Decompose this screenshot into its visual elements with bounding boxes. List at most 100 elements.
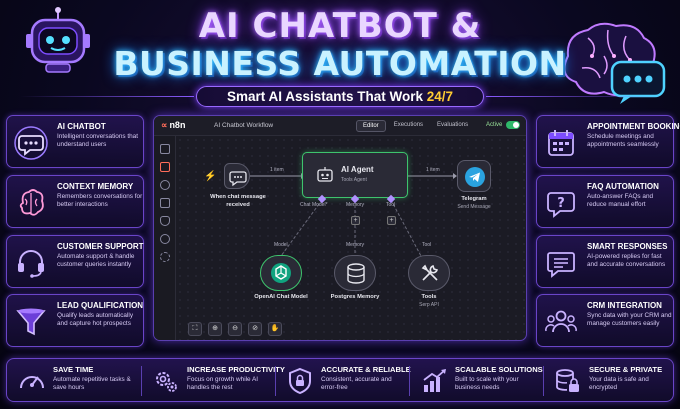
- question-icon: ?: [547, 192, 575, 218]
- ai-agent-node[interactable]: AI Agent Tools Agent: [302, 152, 408, 198]
- add-memory-button[interactable]: +: [351, 216, 360, 225]
- reset-zoom-button[interactable]: ⊘: [248, 322, 262, 336]
- app-name: n8n: [169, 120, 186, 130]
- benefit-secure-private: SECURE & PRIVATE Your data is safe and e…: [545, 359, 677, 403]
- model-tag: Model: [274, 242, 288, 248]
- benefit-desc: Focus on growth while AI handles the res…: [187, 376, 259, 391]
- benefit-increase-productivity: INCREASE PRODUCTIVITY Focus on growth wh…: [143, 359, 285, 403]
- funnel-icon: [16, 308, 46, 336]
- benefits-strip: SAVE TIME Automate repetitive tasks & sa…: [6, 358, 674, 402]
- database-icon[interactable]: [160, 216, 170, 226]
- telegram-node[interactable]: [457, 160, 491, 192]
- add-tool-button[interactable]: +: [387, 216, 396, 225]
- database-lock-icon: [556, 369, 579, 392]
- card-desc: Auto-answer FAQs and reduce manual effor…: [587, 193, 654, 208]
- openai-label: OpenAI Chat Model: [254, 294, 308, 300]
- variables-icon[interactable]: [160, 198, 170, 208]
- port-label-chat-model: Chat Model*: [300, 202, 328, 208]
- robot-icon: [26, 7, 90, 73]
- benefit-title: SCALABLE SOLUTIONS: [455, 365, 543, 374]
- card-title: AI CHATBOT: [57, 122, 106, 131]
- ai-agent-robot-icon: [317, 167, 333, 182]
- chat-trigger-node[interactable]: [224, 163, 250, 189]
- card-desc: AI-powered replies for fast and accurate…: [587, 253, 666, 268]
- workflow-name[interactable]: AI Chatbot Workflow: [214, 122, 274, 129]
- settings-gear-icon[interactable]: [160, 252, 170, 262]
- user-icon[interactable]: [160, 180, 170, 190]
- card-title: CONTEXT MEMORY: [57, 182, 134, 191]
- tools-serp-api-node[interactable]: [408, 255, 450, 291]
- workflow-icon[interactable]: [160, 162, 170, 172]
- benefit-title: SAVE TIME: [53, 365, 94, 374]
- trigger-node-label-2: received: [226, 202, 250, 208]
- feature-card-lead-qualification: LEAD QUALIFICATION Qualify leads automat…: [6, 294, 144, 347]
- active-toggle[interactable]: [506, 121, 520, 129]
- trigger-bolt-icon: ⚡: [204, 171, 217, 182]
- n8n-logo[interactable]: ∝n8n: [161, 120, 185, 131]
- pan-hand-button[interactable]: ✋: [268, 322, 282, 336]
- users-icon: [545, 310, 577, 333]
- port-label-tool: Tool: [386, 202, 396, 208]
- editor-sidebar: [154, 136, 176, 340]
- connection-lines: [250, 173, 457, 257]
- headset-icon: [18, 250, 44, 278]
- card-desc: Intelligent conversations that understan…: [57, 133, 138, 148]
- feature-card-ai-chatbot: AI CHATBOT Intelligent conversations tha…: [6, 115, 144, 168]
- card-title: LEAD QUALIFICATION: [57, 301, 144, 310]
- wrench-screwdriver-icon: [421, 264, 439, 281]
- home-icon[interactable]: [160, 144, 170, 154]
- tab-evaluations[interactable]: Evaluations: [437, 122, 469, 128]
- subtitle-highlight: 24/7: [426, 89, 454, 104]
- card-desc: Sync data with your CRM and manage custo…: [587, 312, 672, 327]
- telegram-label: Telegram: [461, 196, 487, 202]
- editor-tabs: Editor Executions Evaluations: [356, 120, 474, 132]
- subtitle-divider-left: [20, 96, 194, 97]
- speedometer-icon: [20, 376, 44, 389]
- shield-lock-icon: [289, 367, 311, 395]
- benefit-title: INCREASE PRODUCTIVITY: [187, 365, 285, 374]
- benefit-desc: Built to scale with your business needs: [455, 376, 519, 391]
- tools-label: Tools: [421, 294, 437, 300]
- globe-icon[interactable]: [160, 234, 170, 244]
- ai-agent-sub: Tools Agent: [341, 177, 367, 183]
- tab-editor[interactable]: Editor: [356, 120, 386, 132]
- feature-card-appointment-booking: APPOINTMENT BOOKING Schedule meetings an…: [536, 115, 680, 168]
- brain-circuit-icon: [563, 22, 666, 104]
- subtitle-banner: Smart AI Assistants That Work 24/7: [196, 86, 484, 107]
- benefit-desc: Consistent, accurate and error-free: [321, 376, 392, 391]
- benefit-desc: Your data is safe and encrypted: [589, 376, 649, 391]
- database-cylinder-icon: [347, 263, 365, 284]
- telegram-sub: Send Message: [457, 204, 491, 210]
- benefit-title: ACCURATE & RELIABLE: [321, 365, 411, 374]
- subtitle-divider-right: [486, 96, 660, 97]
- ai-agent-label: AI Agent: [341, 165, 374, 174]
- card-title: APPOINTMENT BOOKING: [587, 122, 680, 131]
- openai-chat-model-node[interactable]: [260, 255, 302, 291]
- benefit-title: SECURE & PRIVATE: [589, 365, 663, 374]
- zoom-in-button[interactable]: ⊕: [208, 322, 222, 336]
- feature-card-faq-automation: ? FAQ AUTOMATION Auto-answer FAQs and re…: [536, 175, 674, 228]
- benefit-scalable-solutions: SCALABLE SOLUTIONS Built to scale with y…: [411, 359, 543, 403]
- card-desc: Automate support & handle customer queri…: [57, 253, 135, 268]
- n8n-logo-icon: ∝: [161, 120, 168, 130]
- postgres-label: Postgres Memory: [330, 294, 380, 300]
- edge-label-left: 1 item: [270, 167, 284, 173]
- calendar-icon: [548, 130, 574, 156]
- benefit-save-time: SAVE TIME Automate repetitive tasks & sa…: [9, 359, 141, 403]
- active-label: Active: [486, 122, 503, 128]
- fit-view-button[interactable]: ⛶: [188, 322, 202, 336]
- zoom-out-button[interactable]: ⊖: [228, 322, 242, 336]
- card-title: FAQ AUTOMATION: [587, 182, 659, 191]
- gears-icon: [156, 372, 177, 392]
- tab-executions[interactable]: Executions: [393, 122, 424, 128]
- divider: [275, 366, 276, 396]
- tools-sub: Serp API: [419, 302, 439, 308]
- chat-bubble-icon: [14, 126, 48, 160]
- editor-header: ∝n8n AI Chatbot Workflow Editor Executio…: [154, 116, 526, 136]
- benefit-accurate-reliable: ACCURATE & RELIABLE Consistent, accurate…: [277, 359, 411, 403]
- benefit-desc: Automate repetitive tasks & save hours: [53, 376, 131, 391]
- openai-icon: [271, 263, 291, 283]
- postgres-memory-node[interactable]: [334, 255, 376, 291]
- tool-tag: Tool: [422, 242, 432, 248]
- growth-chart-icon: [423, 369, 446, 392]
